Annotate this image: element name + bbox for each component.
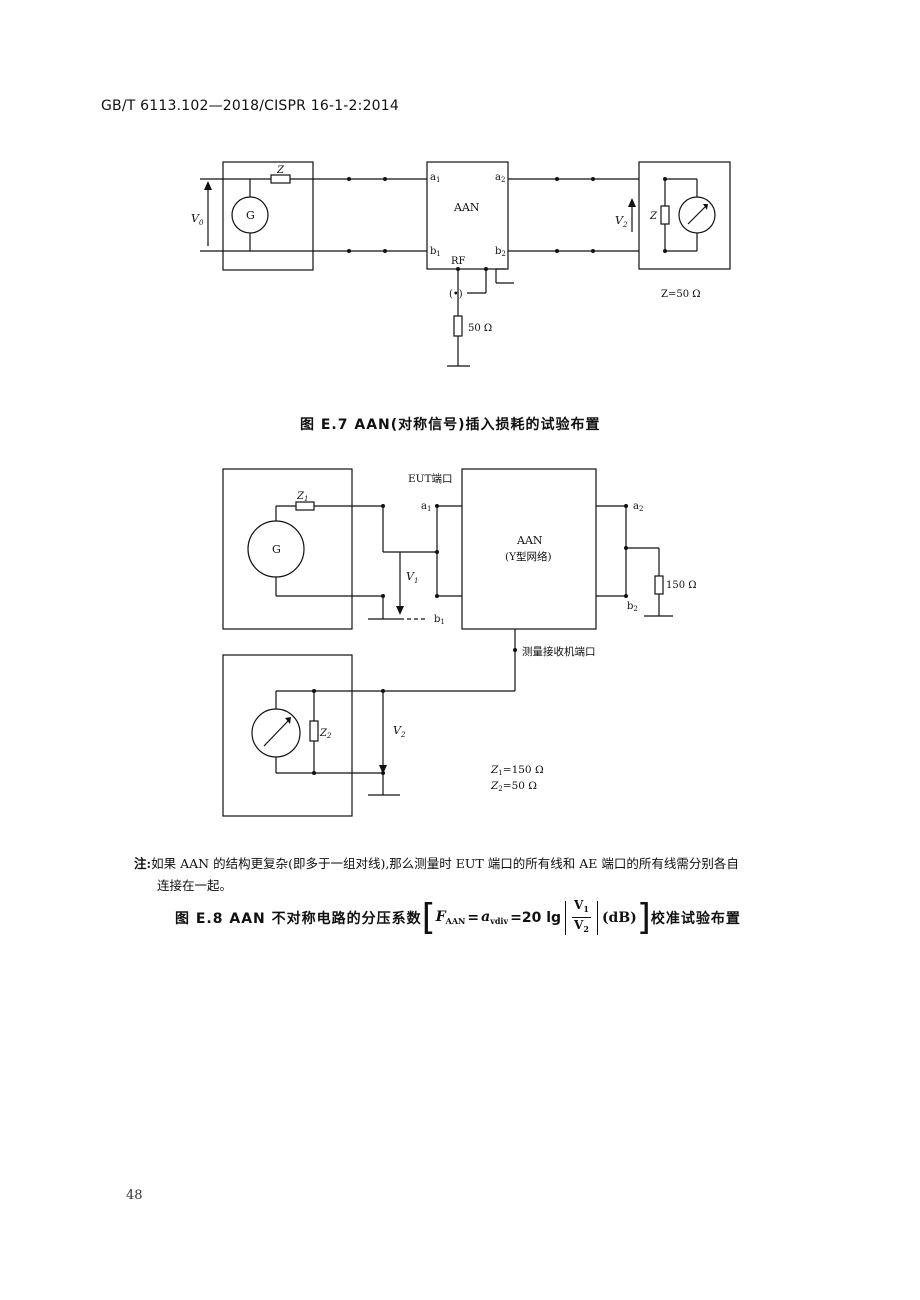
note-line-2: 连接在一起。: [157, 878, 233, 893]
label-b2-e7: b2: [495, 246, 506, 258]
resistor-z1: [295, 501, 315, 511]
label-b2-e8: b2: [627, 601, 638, 613]
label-z-value: Z=50 Ω: [661, 289, 701, 300]
label-a1-e7: a1: [430, 172, 440, 184]
right-bracket: ]: [636, 896, 651, 938]
label-v0: V0: [191, 212, 204, 227]
receiver-box: [222, 654, 353, 817]
caption-prefix: 图 E.8 AAN 不对称电路的分压系数: [175, 910, 422, 927]
page-number: 48: [126, 1188, 143, 1203]
label-z-top: Z: [276, 165, 285, 176]
v0-arrowhead: [204, 181, 212, 190]
label-v2-e7: V2: [615, 214, 628, 229]
figure-e7-caption: 图 E.7 AAN(对称信号)插入损耗的试验布置: [300, 417, 601, 433]
junction-dots-e7: [347, 177, 667, 271]
label-aan-e7: AAN: [453, 201, 480, 214]
v2-arrowhead-e8: [379, 765, 387, 774]
label-rf: RF: [451, 256, 466, 267]
label-z2: Z2: [319, 728, 332, 740]
formula-f: FAAN: [435, 909, 466, 926]
label-50-ohm: 50 Ω: [468, 323, 492, 334]
standard-header: GB/T 6113.102—2018/CISPR 16-1-2:2014: [101, 98, 400, 114]
label-a1-e8: a1: [421, 501, 431, 513]
resistor-z-top: [270, 174, 291, 184]
formula-eq1: =: [467, 909, 480, 926]
label-g-e8: G: [272, 543, 281, 556]
note-label: 注:: [134, 856, 152, 871]
formula-eq2: =20 lg: [510, 909, 562, 926]
label-b1-e8: b1: [434, 614, 445, 626]
label-z-meter: Z: [649, 211, 658, 222]
resistor-z2: [309, 720, 319, 742]
v1-arrowhead: [396, 606, 404, 615]
formula-a: avdiv: [481, 909, 509, 926]
label-v2-e8: V2: [393, 724, 406, 739]
resistor-50: [453, 315, 463, 337]
formula-unit: (dB): [601, 909, 637, 926]
figure-e7-diagram: Z V0 G AAN a1 b1 a2 b2 RF (•) 50 Ω V2 Z …: [191, 161, 731, 367]
abs-bar-left: [565, 900, 567, 935]
formula-fraction: V1 V2: [572, 898, 591, 934]
figure-e8-note: 注:如果 AAN 的结构更复杂(即多于一组对线),那么测量时 EUT 端口的所有…: [134, 853, 824, 897]
label-a2-e7: a2: [495, 172, 505, 184]
label-b1-e7: b1: [430, 246, 441, 258]
resistor-150: [654, 575, 664, 595]
generator-box-e8: [222, 468, 353, 630]
generator-symbol-e7: [231, 196, 269, 234]
label-z1-value: Z1=150 Ω: [490, 764, 544, 777]
left-bracket: [: [421, 896, 436, 938]
aan-box-e8: [461, 468, 597, 630]
resistor-z-meter: [660, 205, 670, 225]
label-150-ohm: 150 Ω: [666, 580, 697, 591]
abs-bar-right: [596, 900, 598, 935]
junction-dots-e8: [312, 504, 628, 775]
label-z2-value: Z2=50 Ω: [490, 780, 537, 793]
figure-e8-caption: 图 E.8 AAN 不对称电路的分压系数 [ FAAN = avdiv =20 …: [175, 898, 741, 937]
figure-e8-diagram: EUT端口 Z1 G a1 b1 V1 AAN (Y型网络) a2 b2 150…: [222, 468, 697, 817]
label-aan-y: (Y型网络): [505, 550, 552, 563]
meter-box: [638, 161, 731, 270]
label-eut-port: EUT端口: [408, 472, 453, 485]
label-receiver-port: 测量接收机端口: [522, 645, 596, 658]
generator-symbol-e8: [247, 520, 305, 578]
label-z1: Z1: [296, 491, 308, 503]
caption-suffix: 校准试验布置: [650, 910, 741, 927]
aan-box-e7: [426, 161, 509, 270]
label-aan-e8: AAN: [516, 534, 543, 547]
label-v1: V1: [406, 570, 418, 585]
generator-box: [222, 161, 314, 271]
note-line-1: 如果 AAN 的结构更复杂(即多于一组对线),那么测量时 EUT 端口的所有线和…: [151, 856, 739, 871]
v2-arrowhead: [628, 198, 636, 207]
label-a2-e8: a2: [633, 501, 643, 513]
label-g-e7: G: [246, 209, 255, 222]
label-connector: (•): [449, 289, 463, 300]
